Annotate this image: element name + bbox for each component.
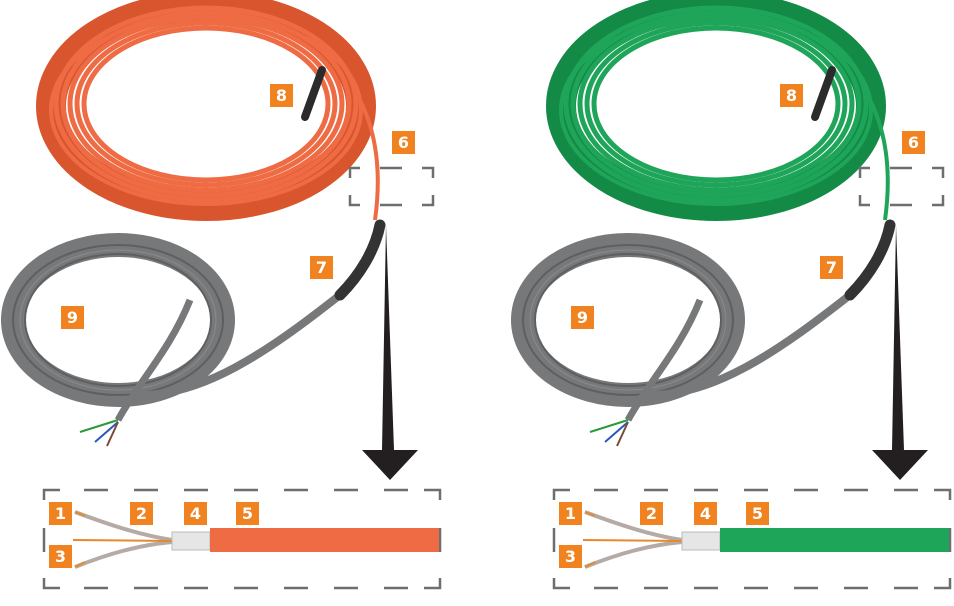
heating-cable-illustration [511, 0, 952, 590]
zoom-frame-small [858, 166, 945, 207]
callout-8-sensor: 8 [270, 84, 293, 107]
callout-9-cold-lead: 9 [61, 306, 84, 329]
callout-2: 2 [640, 502, 663, 525]
callout-3: 3 [559, 545, 582, 568]
callout-6-heating-cable: 6 [392, 131, 415, 154]
zoom-frame-small [348, 166, 435, 207]
temperature-sensor [811, 66, 836, 121]
callout-2: 2 [130, 502, 153, 525]
connection-sleeve [844, 219, 896, 301]
temperature-sensor [301, 66, 326, 121]
callout-8-sensor: 8 [780, 84, 803, 107]
zoom-arrow-icon [362, 225, 418, 480]
callout-7-connection: 7 [820, 256, 843, 279]
heating-cable-illustration [1, 0, 442, 590]
callout-4: 4 [184, 502, 207, 525]
heating-cable-coil [36, 0, 380, 221]
lead-wires [589, 419, 629, 447]
detail-frame [552, 488, 952, 590]
connection-sleeve [334, 219, 386, 301]
zoom-arrow-icon [872, 225, 928, 480]
lead-wires [79, 419, 119, 447]
cold-lead-coil [1, 233, 343, 422]
cable-cross-section [582, 510, 949, 569]
heating-cable-coil [546, 0, 890, 221]
cold-lead-coil [511, 233, 853, 422]
callout-5: 5 [746, 502, 769, 525]
cable-panel-orange: 8 6 7 9 1 2 4 5 3 [1, 0, 442, 590]
callout-1: 1 [559, 502, 582, 525]
callout-4: 4 [694, 502, 717, 525]
callout-9-cold-lead: 9 [571, 306, 594, 329]
cable-cross-section [72, 510, 439, 569]
cable-panel-green: 8 6 7 9 1 2 4 5 3 [510, 0, 954, 606]
callout-1: 1 [49, 502, 72, 525]
callout-3: 3 [49, 545, 72, 568]
callout-6-heating-cable: 6 [902, 131, 925, 154]
callout-5: 5 [236, 502, 259, 525]
callout-7-connection: 7 [310, 256, 333, 279]
detail-frame [42, 488, 442, 590]
